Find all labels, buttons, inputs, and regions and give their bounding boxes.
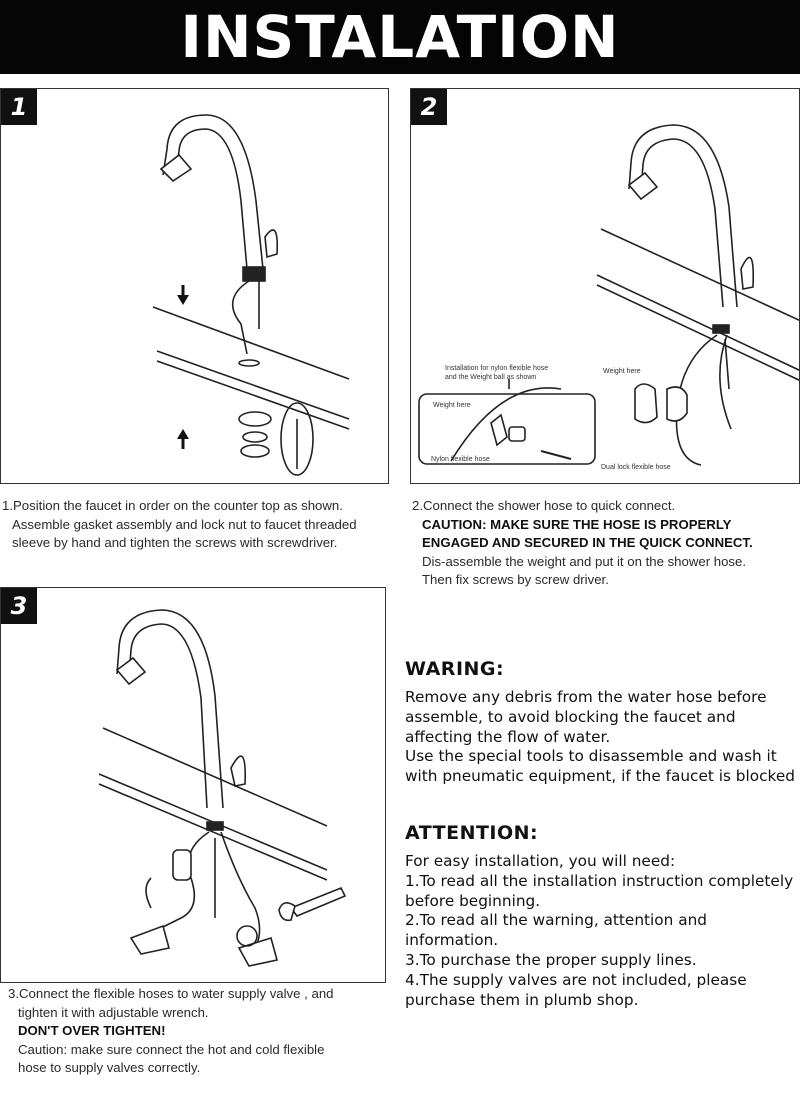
attention-section: ATTENTION: For easy installation, you wi…: [405, 822, 800, 1010]
attention-line: 4.The supply valves are not included, pl…: [405, 970, 747, 989]
step-1-illustration: [152, 114, 350, 476]
step-2-install-note-1: Installation for nylon flexible hose: [445, 365, 548, 372]
attention-line: before beginning.: [405, 891, 541, 910]
step-1-line-3: sleeve by hand and tighten the screws wi…: [12, 535, 338, 550]
step-2-dual-lock-label: Dual lock flexible hose: [601, 464, 671, 471]
warning-section: WARING: Remove any debris from the water…: [405, 658, 800, 787]
attention-line: purchase them in plumb shop.: [405, 990, 639, 1009]
step-3-panel: 3: [0, 587, 386, 983]
warning-line: with pneumatic equipment, if the faucet …: [405, 767, 795, 786]
attention-line: 2.To read all the warning, attention and: [405, 911, 707, 930]
attention-title: ATTENTION:: [405, 822, 539, 844]
step-2-panel: 2 Installation for nyl: [410, 88, 800, 484]
step-2-nylon-hose-label: Nylon flexible hose: [431, 456, 490, 463]
step-3-illustration: [98, 609, 347, 967]
step-2-caution-1: CAUTION: MAKE SURE THE HOSE IS PROPERLY: [422, 516, 732, 532]
warning-line: affecting the flow of water.: [405, 727, 611, 746]
step-3-line-4: Caution: make sure connect the hot and c…: [18, 1041, 325, 1057]
attention-line: 1.To read all the installation instructi…: [405, 871, 794, 890]
step-2-badge: 2: [411, 89, 447, 125]
step-3-caption: 3.Connect the flexible hoses to water su…: [8, 985, 398, 1078]
step-2-caution-2: ENGAGED AND SECURED IN THE QUICK CONNECT…: [422, 535, 753, 550]
step-3-line-1: 3.Connect the flexible hoses to water su…: [8, 986, 334, 1001]
header-banner: INSTALATION: [0, 0, 800, 74]
warning-line: assemble, to avoid blocking the faucet a…: [405, 707, 736, 726]
step-1-badge: 1: [1, 89, 37, 125]
step-2-install-note-2: and the Weight ball as shown: [445, 374, 536, 381]
step-2-caption: 2.Connect the shower hose to quick conne…: [412, 497, 800, 590]
step-3-line-2: tighten it with adjustable wrench.: [18, 1004, 209, 1020]
warning-line: Use the special tools to disassemble and…: [405, 747, 777, 766]
step-3-warn: DON'T OVER TIGHTEN!: [18, 1023, 166, 1038]
step-2-weight-label-b: Weight here: [603, 368, 641, 375]
warning-line: Remove any debris from the water hose be…: [405, 688, 767, 706]
step-1-caption: 1.Position the faucet in order on the co…: [2, 497, 397, 553]
attention-line: For easy installation, you will need:: [405, 852, 676, 870]
step-2-line-1: 2.Connect the shower hose to quick conne…: [412, 498, 676, 513]
step-2-illustration: Installation for nylon flexible hose and…: [418, 124, 799, 471]
attention-line: 3.To purchase the proper supply lines.: [405, 950, 697, 969]
step-3-line-5: hose to supply valves correctly.: [18, 1060, 201, 1075]
step-2-weight-label-a: Weight here: [433, 402, 471, 409]
page-title: INSTALATION: [180, 3, 620, 71]
warning-title: WARING:: [405, 658, 505, 680]
step-3-badge: 3: [1, 588, 37, 624]
step-1-panel: 1: [0, 88, 389, 484]
step-2-line-5: Then fix screws by screw driver.: [422, 572, 609, 587]
attention-line: information.: [405, 931, 499, 950]
step-1-line-2: Assemble gasket assembly and lock nut to…: [12, 516, 357, 532]
step-1-line-1: 1.Position the faucet in order on the co…: [2, 498, 343, 513]
step-2-line-4: Dis-assemble the weight and put it on th…: [422, 553, 747, 569]
